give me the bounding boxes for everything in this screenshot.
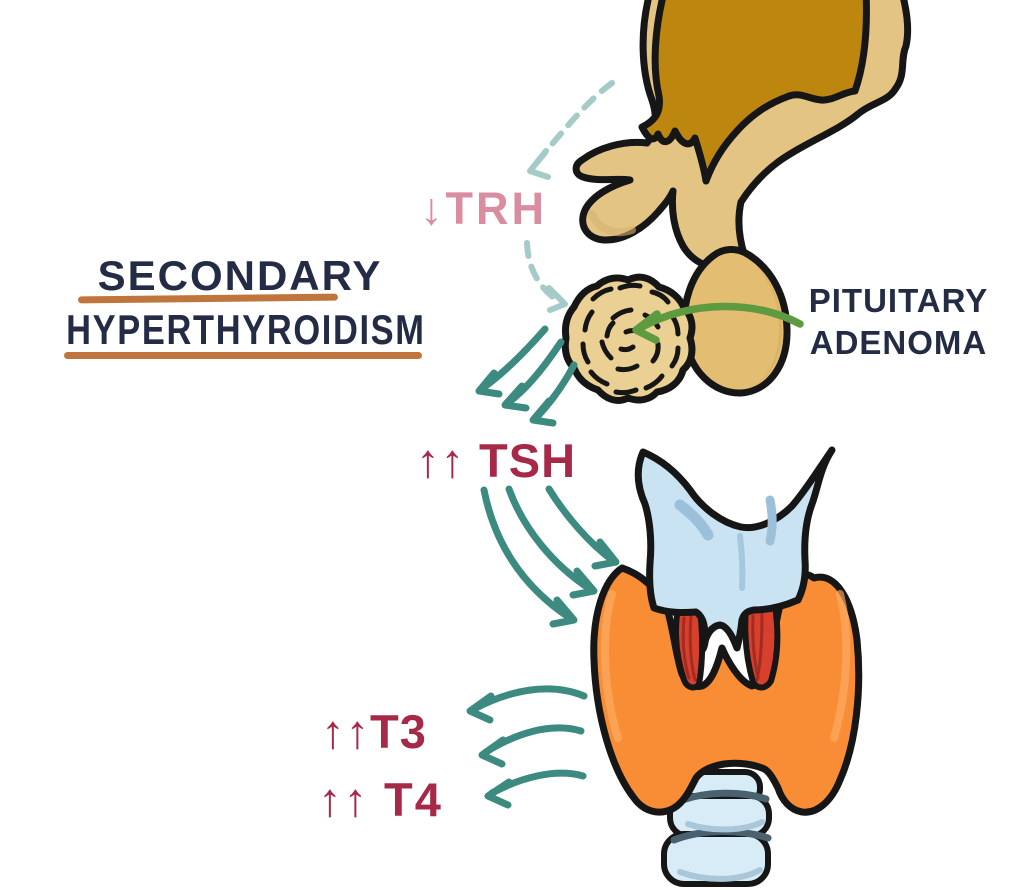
thyroid-gland — [590, 564, 863, 816]
trh-label: ↓TRH — [420, 183, 547, 234]
pituitary-to-tsh-arrows — [475, 325, 578, 427]
tsh-label: ↑↑ TSH — [416, 434, 577, 487]
thyroid-illustration — [590, 446, 863, 887]
hypothalamus-illustration — [572, 0, 912, 272]
t3-label: ↑↑T3 — [321, 705, 427, 758]
tsh-to-thyroid-arrows — [480, 485, 620, 628]
thyroid-cartilage — [634, 446, 836, 653]
t4-label: ↑↑ T4 — [318, 773, 443, 826]
pituitary-adenoma-label-line2: ADENOMA — [809, 324, 988, 362]
pituitary-shading — [748, 262, 782, 389]
pituitary-adenoma-illustration — [561, 273, 696, 404]
title-underline-2 — [64, 352, 422, 359]
pituitary-adenoma-pointer-arrow — [632, 302, 804, 344]
title-line-1: SECONDARY — [97, 252, 383, 299]
hypothalamus-to-pituitary-dashed-arrow — [524, 240, 568, 313]
thyroid-highlight-left — [601, 590, 622, 742]
pituitary-adenoma-label-line1: PITUITARY — [808, 282, 989, 319]
trachea-rings — [661, 769, 772, 887]
thyroid-highlight-right — [830, 590, 851, 742]
pituitary-adenoma-label: PITUITARY ADENOMA — [788, 280, 1009, 364]
chiasm-shading — [588, 210, 636, 237]
title-line-2: HYPERTHYROIDISM — [66, 306, 426, 353]
trh-dashed-arrow — [527, 80, 615, 180]
pituitary-gland-illustration — [680, 246, 791, 397]
thyroid-to-t3-t4-arrows — [466, 685, 588, 809]
